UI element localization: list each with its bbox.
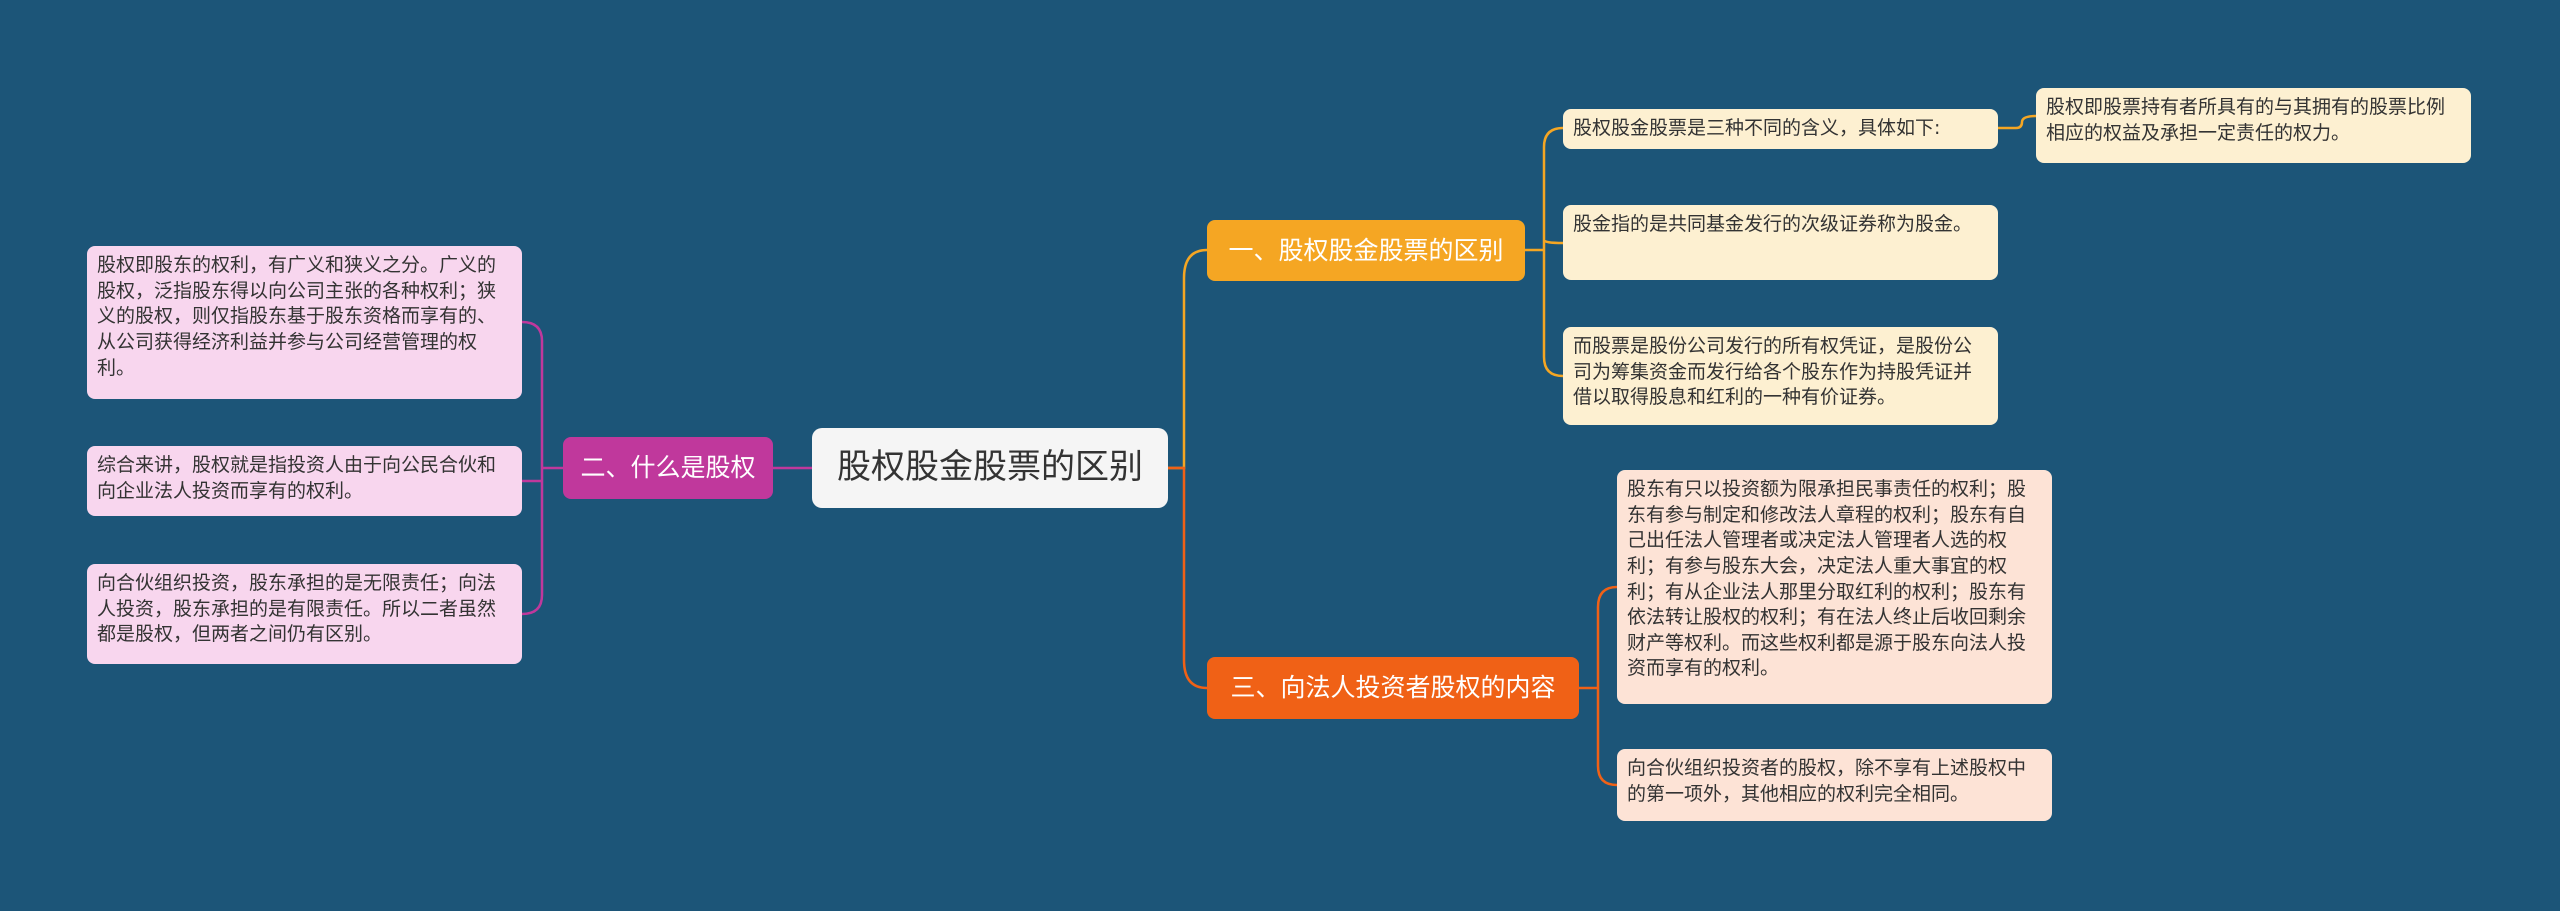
link-branch1-leaves bbox=[1525, 126, 1564, 378]
leaf-equity-definition[interactable]: 股权即股票持有者所具有的与其拥有的股票比例相应的权益及承担一定责任的权力。 bbox=[2036, 88, 2471, 163]
link-root-branch1 bbox=[1168, 248, 1208, 470]
branch-what-is-equity[interactable]: 二、什么是股权 bbox=[563, 437, 773, 499]
link-branch3-leaves bbox=[1579, 585, 1618, 787]
branch-legal-person-equity[interactable]: 三、向法人投资者股权的内容 bbox=[1207, 657, 1579, 719]
leaf-three-meanings[interactable]: 股权股金股票是三种不同的含义，具体如下: bbox=[1563, 109, 1998, 149]
leaf-fund-definition[interactable]: 股金指的是共同基金发行的次级证券称为股金。 bbox=[1563, 205, 1998, 280]
link-root-branch3 bbox=[1168, 466, 1208, 690]
leaf-partnership-rights[interactable]: 向合伙组织投资者的股权，除不享有上述股权中的第一项外，其他相应的权利完全相同。 bbox=[1617, 749, 2052, 821]
link-branch2-leaves bbox=[521, 320, 563, 616]
leaf-shareholder-rights[interactable]: 股权即股东的权利，有广义和狭义之分。广义的股权，泛指股东得以向公司主张的各种权利… bbox=[87, 246, 522, 399]
branch-difference[interactable]: 一、股权股金股票的区别 bbox=[1207, 220, 1525, 281]
link-intro-detail bbox=[1998, 114, 2037, 130]
leaf-stock-definition[interactable]: 而股票是股份公司发行的所有权凭证，是股份公司为筹集资金而发行给各个股东作为持股凭… bbox=[1563, 327, 1998, 425]
leaf-liability-difference[interactable]: 向合伙组织投资，股东承担的是无限责任；向法人投资，股东承担的是有限责任。所以二者… bbox=[87, 564, 522, 664]
leaf-equity-summary[interactable]: 综合来讲，股权就是指投资人由于向公民合伙和向企业法人投资而享有的权利。 bbox=[87, 446, 522, 516]
root-topic[interactable]: 股权股金股票的区别 bbox=[812, 428, 1168, 508]
leaf-investor-rights[interactable]: 股东有只以投资额为限承担民事责任的权利；股东有参与制定和修改法人章程的权利；股东… bbox=[1617, 470, 2052, 704]
